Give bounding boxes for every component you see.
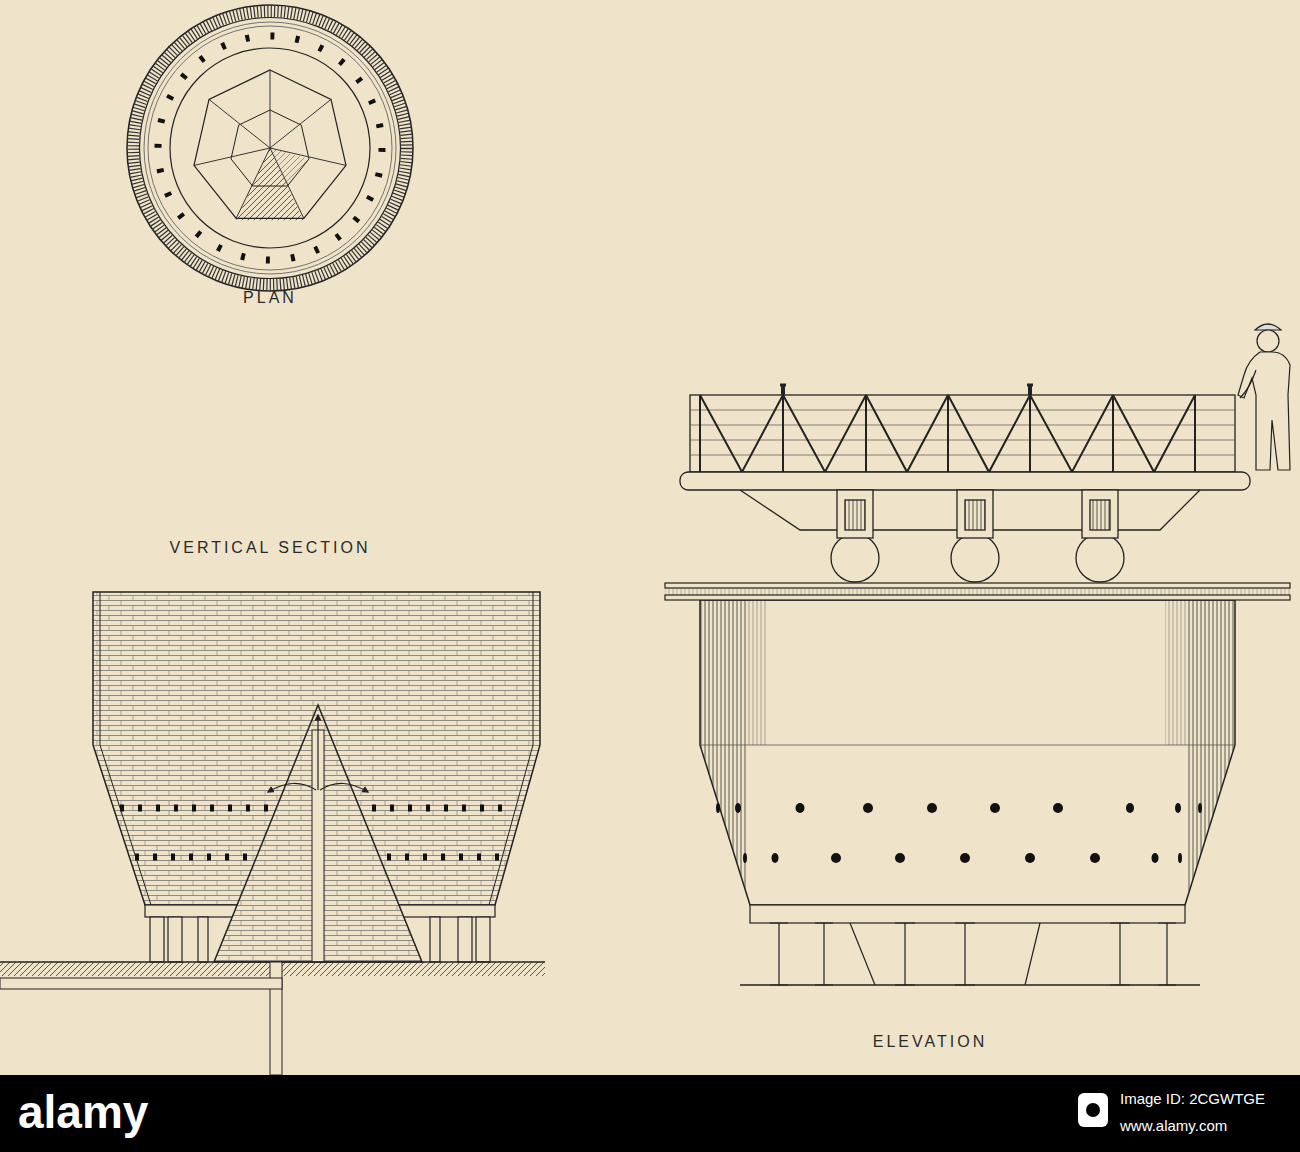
watermark-logo: alamy [18, 1087, 148, 1138]
watermark-bar [0, 1075, 1300, 1152]
vertical-section [0, 592, 545, 1075]
worker-figure [1238, 324, 1290, 470]
view-label: VERTICAL SECTION [170, 539, 371, 557]
view-label: PLAN [243, 289, 297, 307]
elevation-view [665, 324, 1290, 985]
watermark-id: Image ID: 2CGWTGE [1120, 1091, 1265, 1108]
watermark-url: www.alamy.com [1120, 1118, 1227, 1135]
rail-car [680, 385, 1250, 582]
watermark-icon [1078, 1093, 1108, 1127]
plan-view [127, 5, 413, 291]
view-label: ELEVATION [873, 1033, 987, 1051]
